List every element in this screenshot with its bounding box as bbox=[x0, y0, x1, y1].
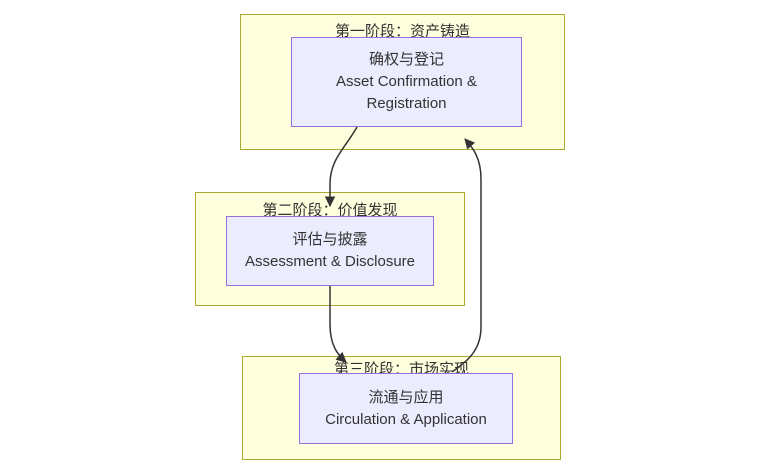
stage-1-title: 第一阶段：资产铸造 bbox=[334, 23, 470, 40]
node-text-line: Circulation & Application bbox=[325, 410, 487, 428]
node-text-line: Registration bbox=[366, 95, 447, 112]
node-assessment-disclosure: 评估与披露 Assessment & Disclosure bbox=[226, 216, 434, 286]
stage-2-title: 第二阶段：价值发现 bbox=[262, 202, 398, 219]
node-text-line: 流通与应用 bbox=[368, 388, 444, 406]
node-text-line: Asset Confirmation & bbox=[336, 73, 477, 90]
node-circulation-application: 流通与应用 Circulation & Application bbox=[299, 373, 513, 444]
node-text-line: 确权与登记 bbox=[368, 51, 444, 68]
node-text-line: 评估与披露 bbox=[292, 231, 368, 248]
node-asset-confirmation-registration: 确权与登记 Asset Confirmation & Registration bbox=[291, 37, 522, 127]
node-text-line: Assessment & Disclosure bbox=[244, 253, 416, 270]
